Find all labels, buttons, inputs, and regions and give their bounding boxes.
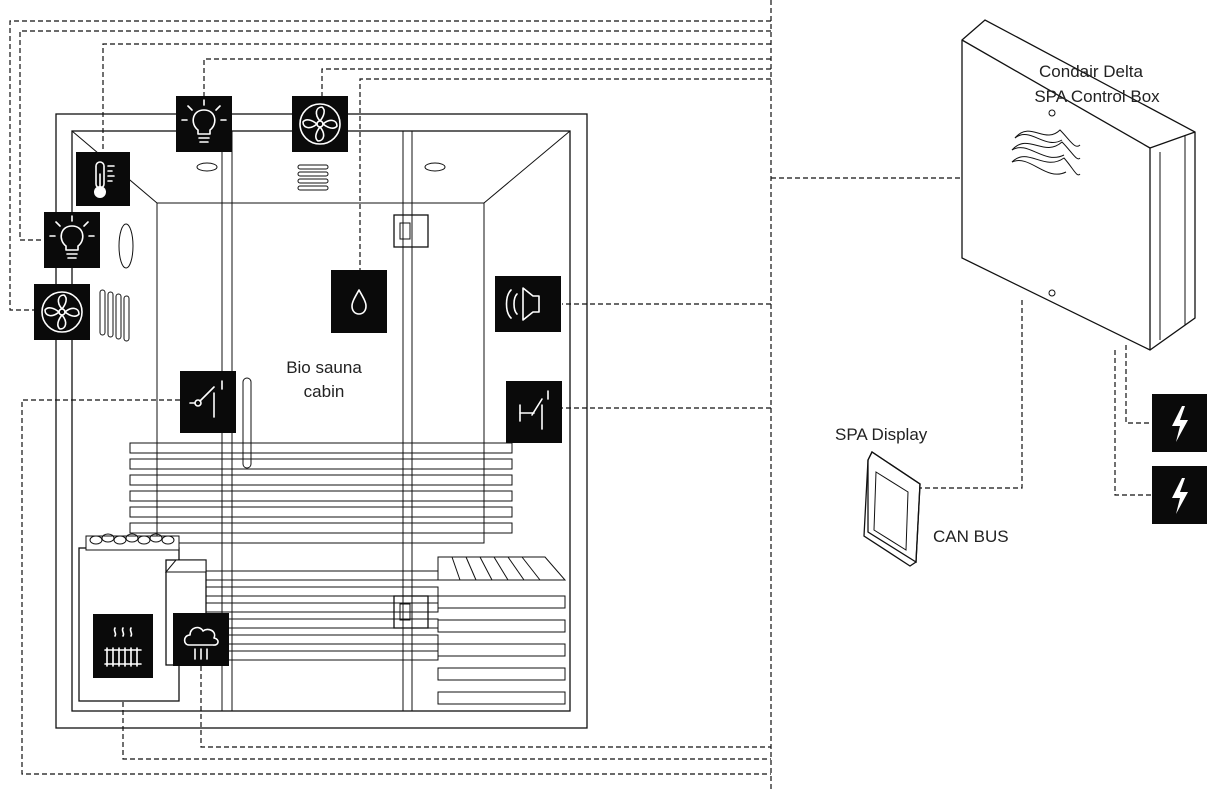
ceiling-fan-icon (292, 96, 348, 152)
thermometer-icon (76, 152, 130, 206)
power-supply-icon (1152, 466, 1207, 524)
cabin-label-line2: cabin (304, 382, 345, 401)
wall-fan-icon (34, 284, 90, 340)
control-box-label-line2: SPA Control Box (1034, 87, 1160, 106)
wiring-lines (9, 0, 1152, 791)
steam-icon (173, 613, 229, 666)
control-box-drawing (961, 19, 1196, 351)
condair-logo (1011, 129, 1081, 176)
speaker-icon (495, 276, 561, 332)
water-drop-icon (331, 270, 387, 333)
can-bus-label: CAN BUS (933, 527, 1009, 546)
wall-light-icon (44, 212, 100, 268)
heater-icon (93, 614, 153, 678)
door-switch-icon (180, 371, 236, 433)
ceiling-light-icon (176, 96, 232, 152)
power-supply-icon (1152, 394, 1207, 452)
control-box-label-line1: Condair Delta (1039, 62, 1143, 81)
cabin-label-line1: Bio sauna (286, 358, 362, 377)
push-button-icon (506, 381, 562, 443)
spa-display-label: SPA Display (835, 425, 928, 444)
spa-display-drawing (863, 451, 921, 567)
